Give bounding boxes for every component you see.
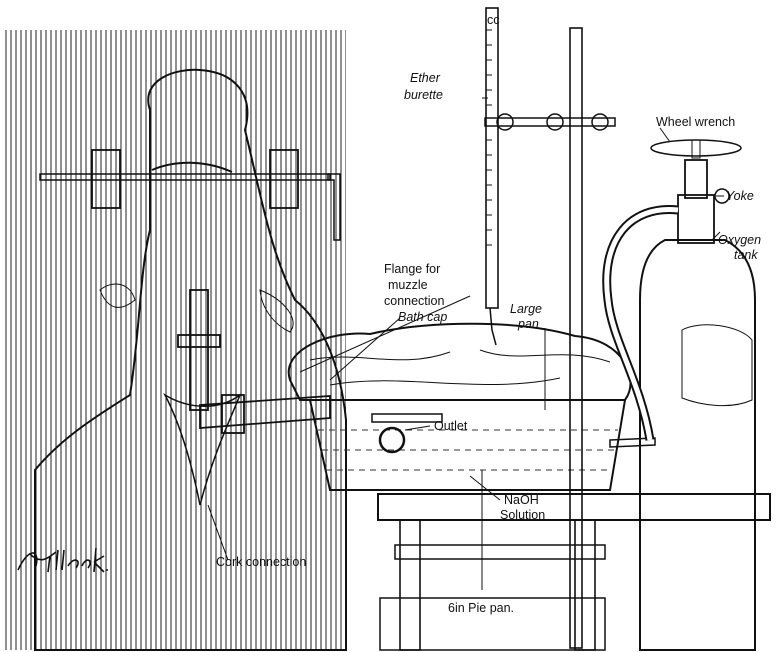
outlet-valve — [372, 414, 442, 452]
label-cork-connection: Cork connection — [216, 555, 306, 569]
label-bath-cap: Bath cap — [398, 310, 447, 324]
label-ether: Ether — [410, 71, 441, 85]
label-muzzle: muzzle — [388, 278, 428, 292]
label-yoke: Yoke — [726, 189, 754, 203]
label-pie-pan: 6in Pie pan. — [448, 601, 514, 615]
label-oxygen: Oxygen — [718, 233, 761, 247]
label-connection: connection — [384, 294, 445, 308]
pan-body — [310, 400, 625, 490]
label-wheel-wrench: Wheel wrench — [656, 115, 735, 129]
ether-burette — [486, 8, 498, 345]
label-pan: pan — [517, 317, 539, 331]
stand-table — [378, 494, 770, 650]
label-burette: burette — [404, 88, 443, 102]
label-naoh: NaOH — [504, 493, 539, 507]
label-flange-for: Flange for — [384, 262, 440, 276]
label-solution: Solution — [500, 508, 545, 522]
label-outlet: Outlet — [434, 419, 468, 433]
label-burette-units: cc — [487, 13, 500, 27]
wheel-wrench-shape — [651, 140, 741, 156]
label-large: Large — [510, 302, 542, 316]
label-tank: tank — [734, 248, 758, 262]
